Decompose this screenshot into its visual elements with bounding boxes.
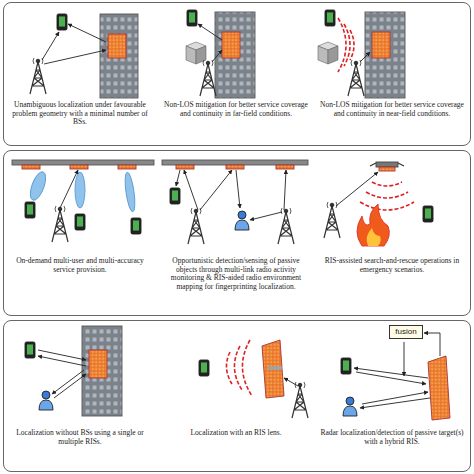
- scenario-caption: Localization without BSs using a single …: [8, 429, 152, 446]
- scenario-caption: Unambiguous localization under favourabl…: [8, 101, 152, 127]
- scenario-caption: Radar localization/detection of passive …: [318, 429, 466, 446]
- fusion-box: fusion: [389, 325, 423, 339]
- scenario-caption: RIS-assisted search-and-rescue operation…: [318, 257, 466, 274]
- scenario-panel: Unambiguous localization under favourabl…: [3, 2, 471, 146]
- scenario-caption: Localization with an RIS lens.: [161, 429, 311, 438]
- scenario-caption: Opportunistic detection/sensing of passi…: [161, 257, 311, 292]
- scenario-caption: Non-LOS mitigation for better service co…: [161, 101, 311, 118]
- scenario-panel: Localization without BSs using a single …: [3, 320, 471, 472]
- scenario-caption: Non-LOS mitigation for better service co…: [318, 101, 466, 118]
- scenario-caption: On-demand multi-user and multi-accuracy …: [8, 257, 152, 274]
- scenario-panel: On-demand multi-user and multi-accuracy …: [3, 150, 471, 316]
- fusion-label: fusion: [395, 327, 416, 336]
